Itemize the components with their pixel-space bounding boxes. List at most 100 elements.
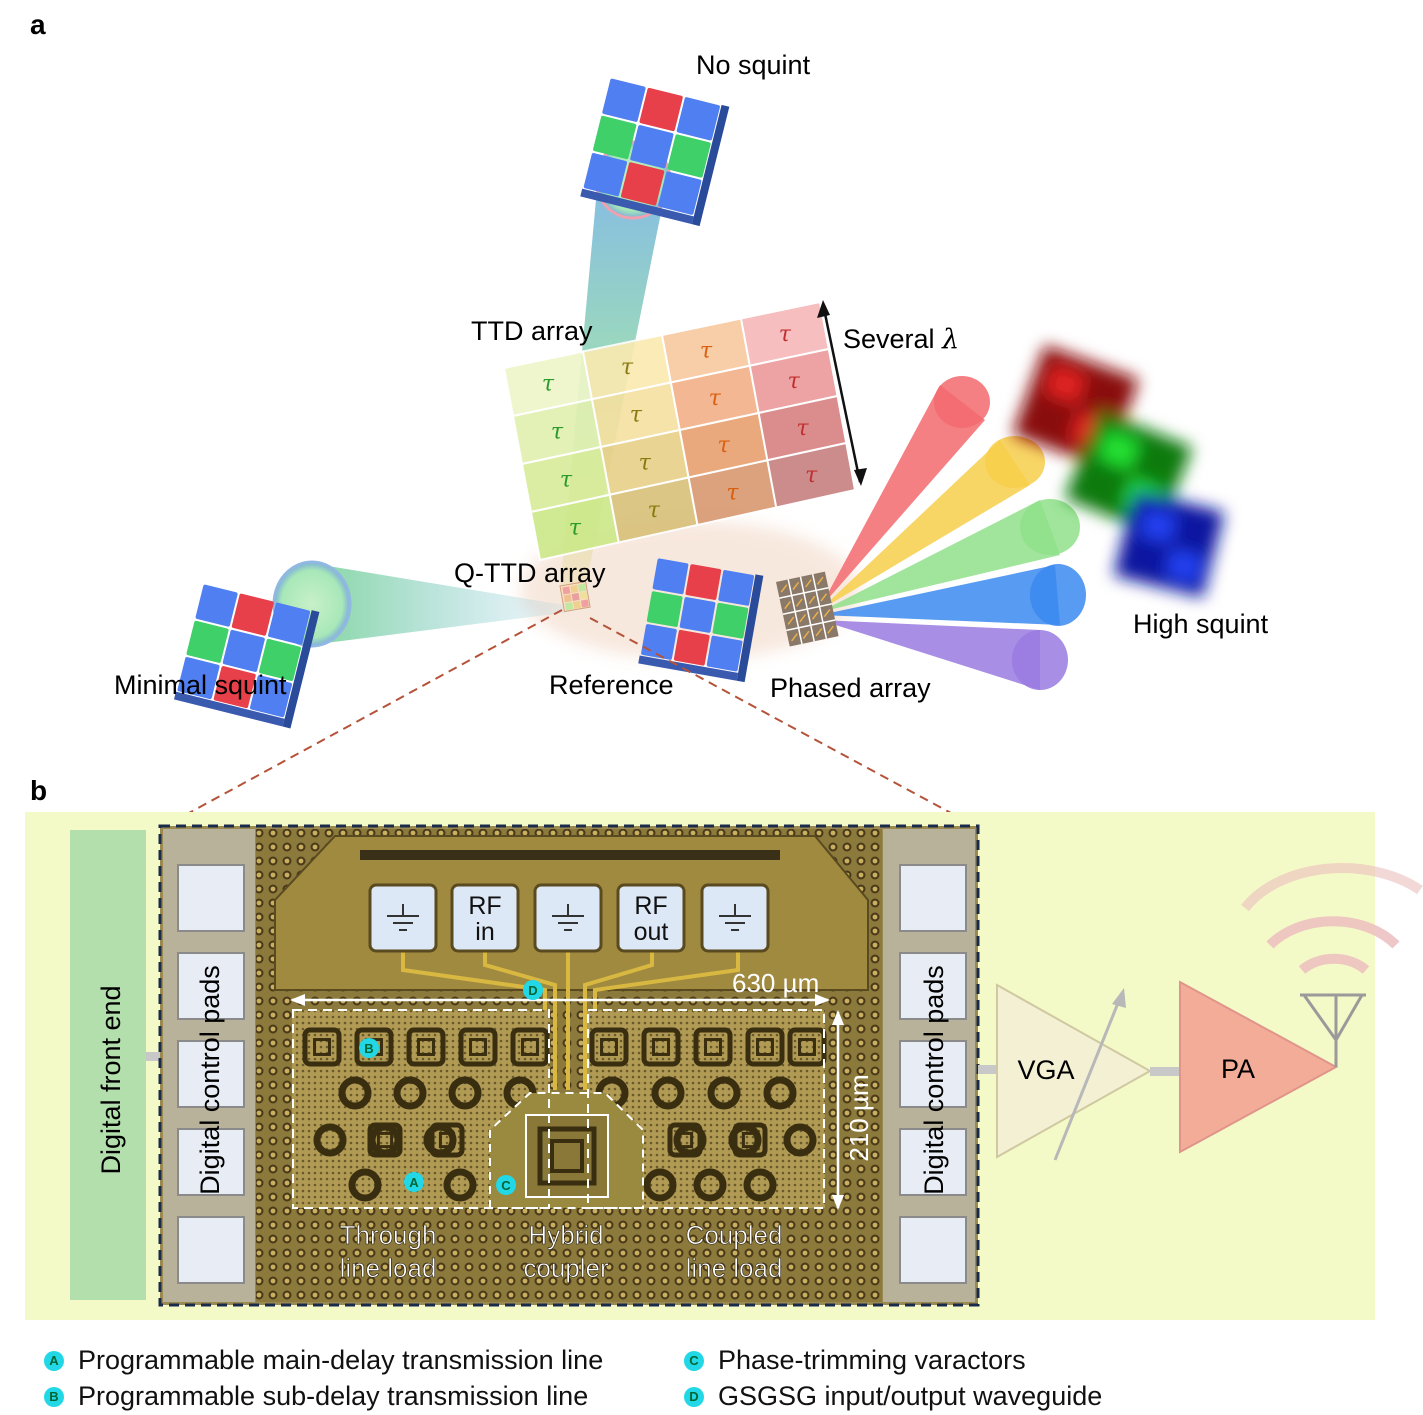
inductor-coil bbox=[732, 1122, 768, 1158]
beam-green bbox=[820, 500, 1060, 612]
legend-item-b: B Programmable sub-delay transmission li… bbox=[44, 1381, 588, 1412]
inductor-coil bbox=[458, 1027, 498, 1067]
ttd-tau-symbol: τ bbox=[779, 322, 792, 347]
ttd-tau-symbol: τ bbox=[788, 369, 801, 394]
phased-array-label: Phased array bbox=[770, 673, 931, 703]
panel-b-letter: b bbox=[30, 775, 47, 806]
ttd-tau-symbol: τ bbox=[726, 481, 739, 506]
ground-icon bbox=[552, 904, 584, 931]
chip-vga-connector bbox=[978, 1065, 996, 1074]
region-label-coupled-line2: line load bbox=[686, 1253, 783, 1283]
checker-cell bbox=[177, 657, 220, 700]
pa-triangle bbox=[1179, 980, 1339, 1154]
ground-pad bbox=[368, 883, 438, 953]
antenna-icon bbox=[1300, 993, 1366, 1067]
rf-pad-label-line1: RF bbox=[634, 892, 667, 920]
inductor-coil bbox=[745, 1027, 785, 1067]
checker-cell bbox=[583, 153, 628, 197]
spiral-inductor bbox=[763, 1076, 797, 1110]
high-squint-tiles bbox=[1012, 345, 1225, 598]
checker-cell bbox=[712, 602, 749, 639]
high-squint-label: High squint bbox=[1133, 609, 1269, 639]
reference-checker bbox=[638, 558, 764, 683]
minimal-squint-label: Minimal squint bbox=[114, 670, 287, 700]
spiral-inductor bbox=[448, 1076, 482, 1110]
reference-label: Reference bbox=[549, 670, 674, 700]
legend-marker-a: A bbox=[44, 1350, 64, 1371]
phased-array-grid bbox=[776, 571, 839, 647]
spiral-inductor bbox=[393, 1076, 427, 1110]
ttd-tau-symbol: τ bbox=[805, 463, 818, 488]
ttd-tau-symbol: τ bbox=[648, 498, 661, 523]
several-lambda-arrow bbox=[821, 303, 862, 483]
spiral-inductor bbox=[443, 1168, 477, 1202]
through-line-load-border bbox=[292, 1009, 550, 1209]
checker-cell bbox=[213, 666, 256, 709]
marker-a: A bbox=[404, 1172, 424, 1192]
vga-label: VGA bbox=[1017, 1055, 1074, 1085]
coil-inductors bbox=[302, 1027, 827, 1202]
svg-text:B: B bbox=[364, 1041, 373, 1056]
legend-text-c: Phase-trimming varactors bbox=[718, 1345, 1026, 1375]
top-metal-bar bbox=[360, 850, 780, 860]
checker-cell bbox=[222, 629, 265, 672]
legend-marker-d: D bbox=[684, 1386, 704, 1407]
beam-purple bbox=[820, 620, 1040, 690]
dimension-width-label: 630 µm bbox=[732, 968, 819, 998]
minimal-squint-checker bbox=[173, 584, 320, 729]
region-label-through-line1: Through bbox=[340, 1220, 437, 1250]
ground-icon bbox=[387, 904, 419, 931]
ttd-tau-symbol: τ bbox=[718, 433, 731, 458]
zoom-line-right bbox=[589, 617, 976, 827]
high-squint-beams bbox=[820, 376, 1086, 690]
spiral-inductor bbox=[693, 1168, 727, 1202]
legend-marker-b: B bbox=[44, 1386, 64, 1407]
legend-item-a: A Programmable main-delay transmission l… bbox=[44, 1345, 603, 1376]
q-ttd-chip bbox=[559, 580, 591, 613]
beam-yellow bbox=[820, 440, 1030, 610]
inductor-coil bbox=[589, 1027, 629, 1067]
ground-icon bbox=[719, 904, 751, 931]
digital-front-end-label: Digital front end bbox=[96, 985, 126, 1174]
several-lambda-arrowhead-bottom bbox=[854, 468, 867, 486]
spiral-inductor bbox=[651, 1076, 685, 1110]
checker-cell bbox=[639, 87, 683, 132]
checker-cell bbox=[718, 570, 755, 606]
vga-variable-arrow bbox=[1053, 997, 1122, 1161]
region-label-hybrid-line1: Hybrid bbox=[528, 1220, 603, 1250]
checker-cell bbox=[621, 162, 665, 206]
ground-pad bbox=[700, 883, 770, 953]
spiral-inductor bbox=[313, 1123, 347, 1157]
spiral-inductor bbox=[707, 1076, 741, 1110]
checker-cell bbox=[593, 115, 637, 160]
ttd-tau-symbol: τ bbox=[709, 386, 722, 411]
inductor-coil bbox=[693, 1027, 733, 1067]
right-digital-control-pads-label: Digital control pads bbox=[919, 965, 949, 1195]
rf-pad-label-line2: in bbox=[475, 918, 494, 946]
checker-cell bbox=[679, 597, 716, 633]
marker-d: D bbox=[523, 980, 543, 1000]
marker-b: B bbox=[359, 1038, 379, 1058]
several-lambda-label: Several λ bbox=[843, 324, 959, 355]
ttd-tau-symbol: τ bbox=[700, 338, 713, 363]
checker-cell bbox=[249, 675, 292, 718]
legend-text-a: Programmable main-delay transmission lin… bbox=[78, 1345, 604, 1375]
checker-cell bbox=[268, 602, 311, 645]
legend-marker-c: C bbox=[684, 1350, 704, 1371]
feed-lines bbox=[401, 945, 740, 1090]
wireless-waves-icon bbox=[1241, 863, 1423, 974]
minimal-squint-beam bbox=[310, 563, 570, 645]
checker-cell bbox=[667, 134, 711, 178]
checker-cell bbox=[602, 78, 646, 122]
no-squint-label: No squint bbox=[696, 50, 811, 80]
inductor-coil bbox=[302, 1027, 342, 1067]
ttd-tau-symbol: τ bbox=[560, 467, 573, 492]
region-label-hybrid-line2: coupler bbox=[523, 1253, 609, 1283]
checker-cell bbox=[652, 558, 689, 595]
ttd-tau-symbol: τ bbox=[796, 416, 809, 441]
svg-text:C: C bbox=[501, 1178, 511, 1193]
